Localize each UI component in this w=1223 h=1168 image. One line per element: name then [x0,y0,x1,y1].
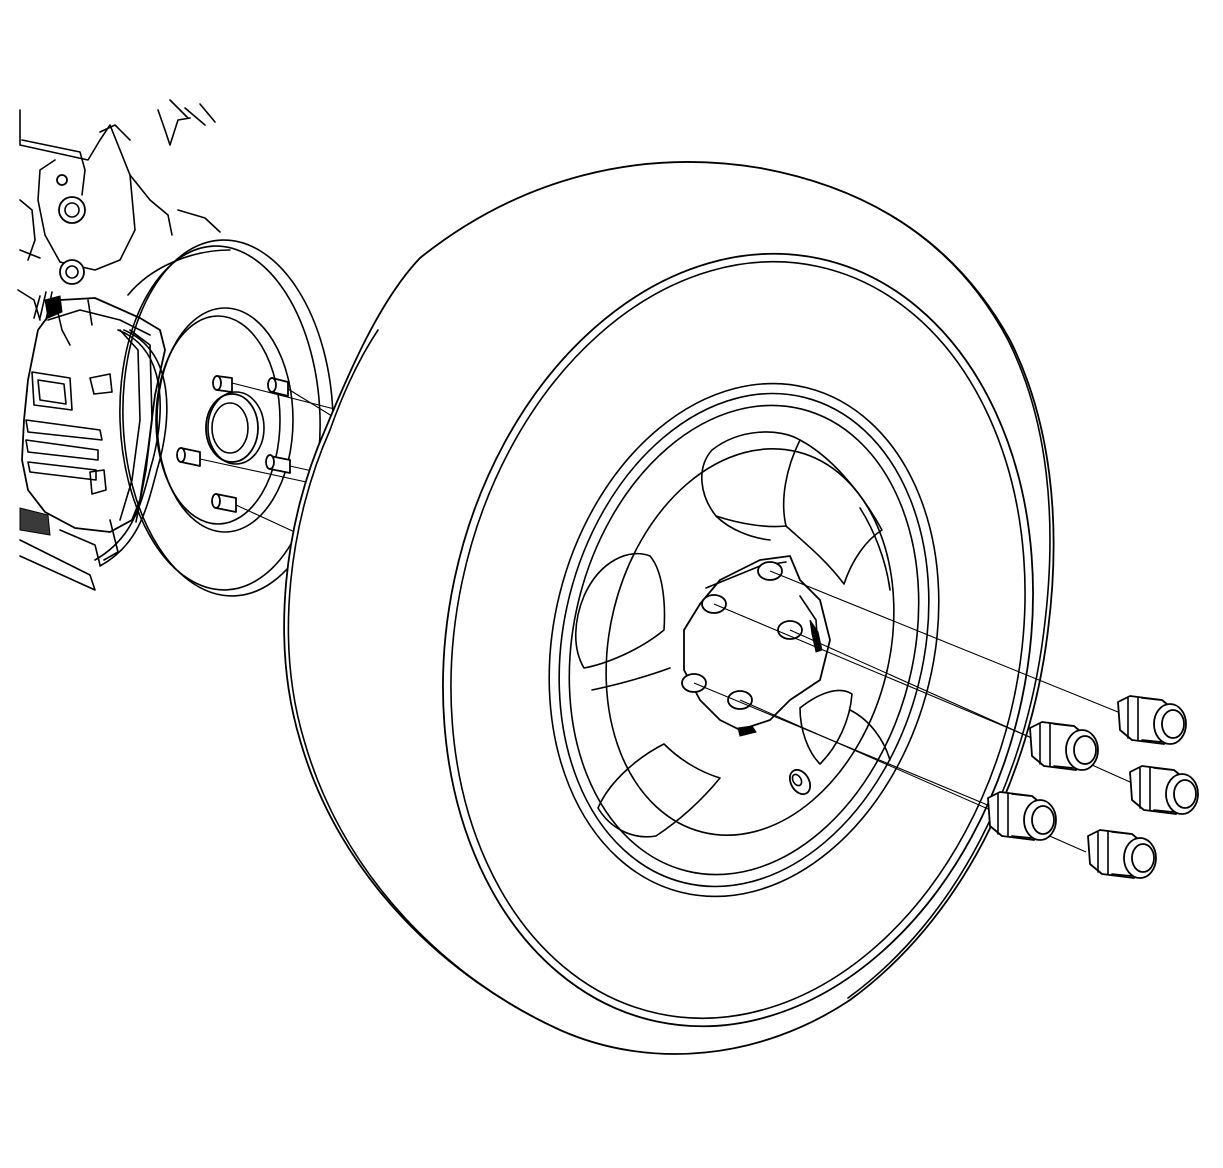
valve-stem-icon [788,768,812,796]
wheel-stud [211,493,237,513]
wheel-stud [267,377,289,397]
lug-nut [987,791,1057,841]
wheel-stud [265,454,291,474]
lug-nut-icon [987,695,1199,879]
lug-nut [1117,695,1187,745]
wheel-stud [212,375,233,393]
lug-nut [1087,829,1157,879]
lug-nut [1129,765,1199,815]
wheel-stud [176,447,201,467]
lug-nut [1029,721,1099,771]
wheel-stud-icon [176,375,291,513]
